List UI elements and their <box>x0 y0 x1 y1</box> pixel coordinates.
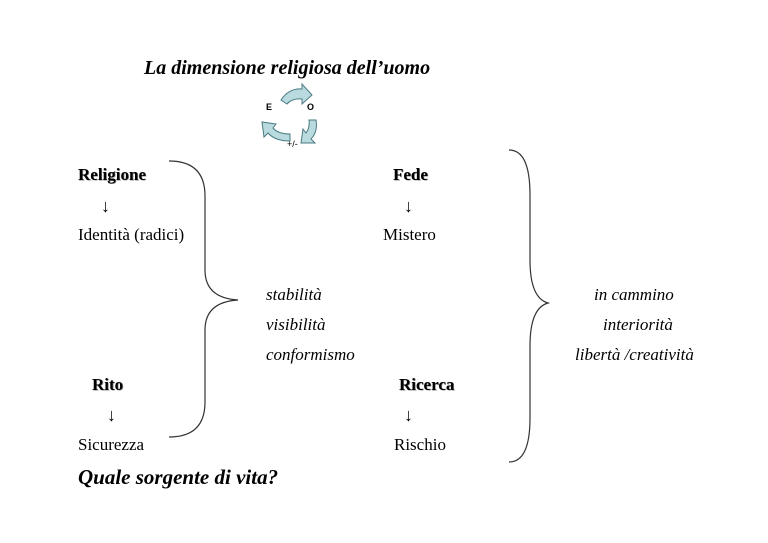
cycle-arrow-right-icon <box>300 119 317 144</box>
rito-heading: Rito <box>92 375 124 394</box>
cycle-label-o: O <box>307 102 315 112</box>
rito-arrow-icon: ↓ <box>107 405 116 425</box>
quality-visibilita: visibilità <box>266 315 326 334</box>
rischio-text: Rischio <box>394 435 446 454</box>
page-title: La dimensione religiosa dell’uomo <box>144 57 431 79</box>
cycle-label-e: E <box>266 102 273 112</box>
quality-liberta-creativita: libertà /creatività <box>575 345 694 364</box>
cycle-label-plus-minus: +/- <box>287 139 298 149</box>
identita-text: Identità (radici) <box>78 225 185 244</box>
closing-question: Quale sorgente di vita? <box>78 465 279 489</box>
religione-arrow-icon: ↓ <box>101 196 110 216</box>
quality-interiorita: interiorità <box>603 315 673 334</box>
fede-heading: Fede <box>393 165 428 184</box>
quality-in-cammino: in cammino <box>594 285 674 304</box>
cycle-arrow-left-icon <box>261 121 291 142</box>
mistero-text: Mistero <box>383 225 436 244</box>
ricerca-arrow-icon: ↓ <box>404 405 413 425</box>
left-brace <box>168 160 239 438</box>
religione-heading: Religione <box>78 165 146 184</box>
sicurezza-text: Sicurezza <box>78 435 145 454</box>
ricerca-heading: Ricerca <box>399 375 455 394</box>
quality-conformismo: conformismo <box>266 345 355 364</box>
fede-arrow-icon: ↓ <box>404 196 413 216</box>
right-brace <box>508 149 551 463</box>
quality-stabilita: stabilità <box>266 285 322 304</box>
cycle-arrow-top-icon <box>280 82 313 106</box>
